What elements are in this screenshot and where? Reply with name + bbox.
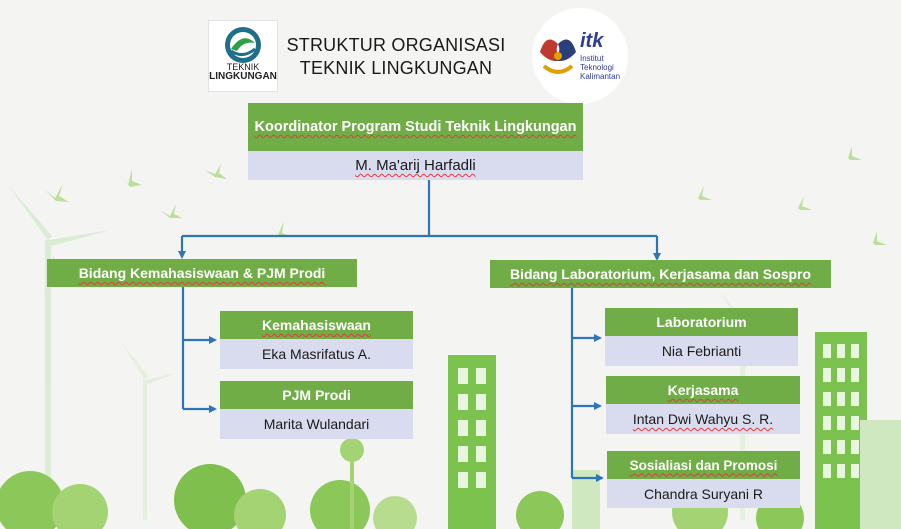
unit-kemahasiswaan: Kemahasiswaan Eka Masrifatus A. bbox=[220, 311, 413, 369]
unit-sosialiasi: Sosialiasi dan Promosi Chandra Suryani R bbox=[607, 451, 800, 508]
page-title-line1: STRUKTUR ORGANISASI bbox=[286, 35, 506, 55]
page-title-line2: TEKNIK LINGKUNGAN bbox=[299, 58, 493, 78]
itk-text-line1: Institut bbox=[580, 54, 604, 63]
coordinator-role: Koordinator Program Studi Teknik Lingkun… bbox=[248, 103, 583, 151]
unit-name: Chandra Suryani R bbox=[607, 479, 800, 508]
itk-brand-text: itk bbox=[580, 30, 604, 52]
unit-name: Eka Masrifatus A. bbox=[220, 339, 413, 369]
unit-laboratorium: Laboratorium Nia Febrianti bbox=[605, 308, 798, 366]
green-building-right bbox=[815, 332, 867, 529]
unit-name: Nia Febrianti bbox=[605, 336, 798, 366]
itk-logo: itk Institut Teknologi Kalimantan bbox=[532, 8, 628, 104]
unit-role: Kemahasiswaan bbox=[220, 311, 413, 339]
division-left-box: Bidang Kemahasiswaan & PJM Prodi bbox=[47, 259, 357, 287]
unit-role: Laboratorium bbox=[605, 308, 798, 336]
page-title: STRUKTUR ORGANISASI TEKNIK LINGKUNGAN bbox=[286, 34, 506, 80]
unit-role: Kerjasama bbox=[606, 376, 800, 404]
itk-text-line2: Teknologi bbox=[580, 63, 614, 72]
unit-name: Intan Dwi Wahyu S. R. bbox=[606, 404, 800, 434]
itk-logo-graphic bbox=[540, 39, 576, 74]
unit-pjm-prodi: PJM Prodi Marita Wulandari bbox=[220, 381, 413, 439]
teknik-lingkungan-logo-graphic bbox=[225, 27, 261, 63]
logo-left-text-line1: TEKNIK bbox=[226, 62, 260, 72]
teknik-lingkungan-logo: TEKNIK LINGKUNGAN bbox=[208, 20, 278, 92]
coordinator-box: Koordinator Program Studi Teknik Lingkun… bbox=[248, 103, 583, 180]
coordinator-name: M. Ma'arij Harfadli bbox=[248, 151, 583, 180]
wind-turbine-left bbox=[8, 185, 110, 500]
unit-role: PJM Prodi bbox=[220, 381, 413, 409]
division-right-box: Bidang Laboratorium, Kerjasama dan Sospr… bbox=[490, 260, 831, 288]
unit-kerjasama: Kerjasama Intan Dwi Wahyu S. R. bbox=[606, 376, 800, 434]
wind-turbine-mid bbox=[120, 340, 180, 520]
unit-name: Marita Wulandari bbox=[220, 409, 413, 439]
itk-text-line3: Kalimantan bbox=[580, 72, 621, 81]
light-building bbox=[572, 420, 901, 529]
green-building-left bbox=[448, 355, 496, 529]
logo-left-text-line2: LINGKUNGAN bbox=[209, 71, 277, 82]
unit-role: Sosialiasi dan Promosi bbox=[607, 451, 800, 479]
